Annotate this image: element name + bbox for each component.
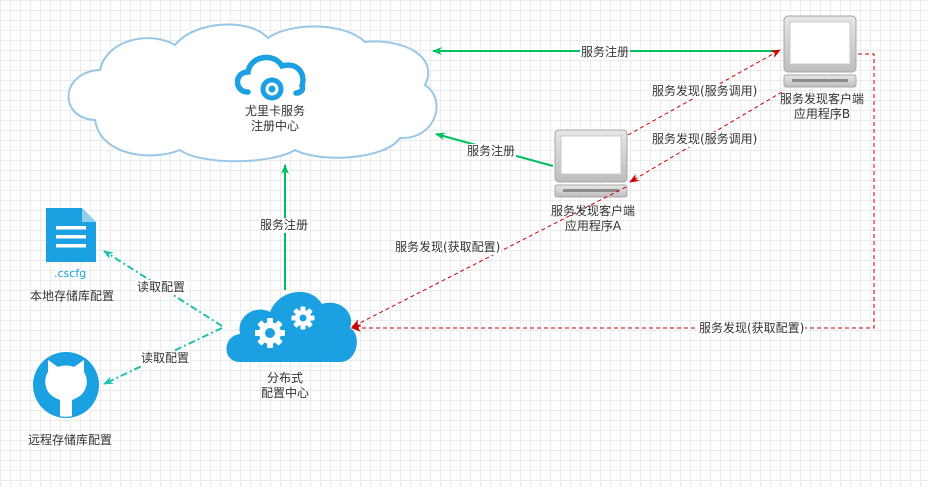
eureka-label: 尤里卡服务 注册中心 bbox=[245, 104, 305, 134]
local-store-label: 本地存储库配置 bbox=[29, 289, 115, 303]
cloud-service-icon bbox=[234, 54, 306, 101]
client-a-label-line1: 服务发现客户端 bbox=[550, 204, 636, 218]
computer-icon bbox=[554, 129, 628, 198]
edge-label-a-register: 服务注册 bbox=[466, 144, 517, 159]
edge-label-b-get-config: 服务发现(获取配置) bbox=[698, 321, 806, 336]
edge-label-read-remote: 读取配置 bbox=[140, 351, 191, 366]
edge-label-b-discovery-1: 服务发现(服务调用) bbox=[651, 84, 759, 99]
edge-label-read-local: 读取配置 bbox=[136, 280, 187, 295]
eureka-cloud bbox=[67, 23, 438, 163]
eureka-label-line2: 注册中心 bbox=[250, 119, 300, 133]
local-store-extension: .cscfg bbox=[54, 267, 87, 280]
client-a-label: 服务发现客户端 应用程序A bbox=[551, 204, 635, 234]
github-octocat-icon bbox=[33, 352, 99, 418]
config-center-label-line2: 配置中心 bbox=[260, 386, 310, 400]
eureka-label-line1: 尤里卡服务 bbox=[244, 104, 306, 118]
computer-icon bbox=[783, 15, 857, 88]
remote-store-label: 远程存储库配置 bbox=[27, 433, 113, 447]
config-center-label-line1: 分布式 bbox=[266, 371, 304, 385]
config-center-label: 分布式 配置中心 bbox=[261, 371, 309, 401]
edge-label-config-register: 服务注册 bbox=[259, 218, 310, 233]
client-b-label: 服务发现客户端 应用程序B bbox=[780, 92, 864, 122]
client-b-label-line2: 应用程序B bbox=[793, 107, 851, 121]
client-a-label-line2: 应用程序A bbox=[564, 219, 622, 233]
client-b-label-line1: 服务发现客户端 bbox=[779, 92, 865, 106]
document-icon bbox=[46, 208, 96, 262]
edge-label-b-register: 服务注册 bbox=[580, 45, 631, 60]
cloud-gear-icon bbox=[226, 291, 357, 362]
edge-label-b-discovery-2: 服务发现(服务调用) bbox=[651, 132, 759, 147]
edge-label-a-get-config: 服务发现(获取配置) bbox=[394, 240, 502, 255]
